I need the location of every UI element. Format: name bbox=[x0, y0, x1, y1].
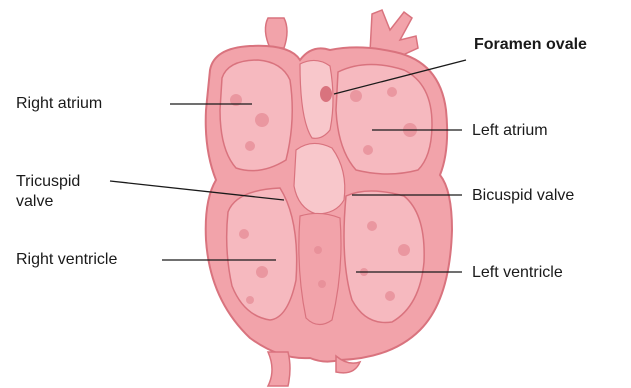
label-tricuspid-valve-line1: Tricuspid bbox=[16, 172, 106, 192]
label-right-atrium: Right atrium bbox=[16, 94, 102, 114]
right-atrium-chamber bbox=[220, 60, 292, 171]
label-left-atrium: Left atrium bbox=[472, 121, 548, 141]
label-tricuspid-valve-line2: valve bbox=[16, 192, 106, 212]
label-foramen-ovale: Foramen ovale bbox=[474, 35, 587, 55]
label-right-ventricle: Right ventricle bbox=[16, 250, 117, 270]
left-vessel-stub bbox=[265, 18, 287, 48]
heart-illustration bbox=[206, 10, 452, 386]
label-left-ventricle: Left ventricle bbox=[472, 263, 563, 283]
label-bicuspid-valve: Bicuspid valve bbox=[472, 186, 574, 206]
foramen-ovale-opening bbox=[320, 86, 332, 102]
bottom-left-vessel bbox=[268, 352, 290, 386]
left-ventricle-chamber bbox=[344, 191, 424, 323]
ventricular-septum bbox=[299, 213, 341, 324]
label-tricuspid-valve: Tricuspid valve bbox=[16, 172, 106, 212]
